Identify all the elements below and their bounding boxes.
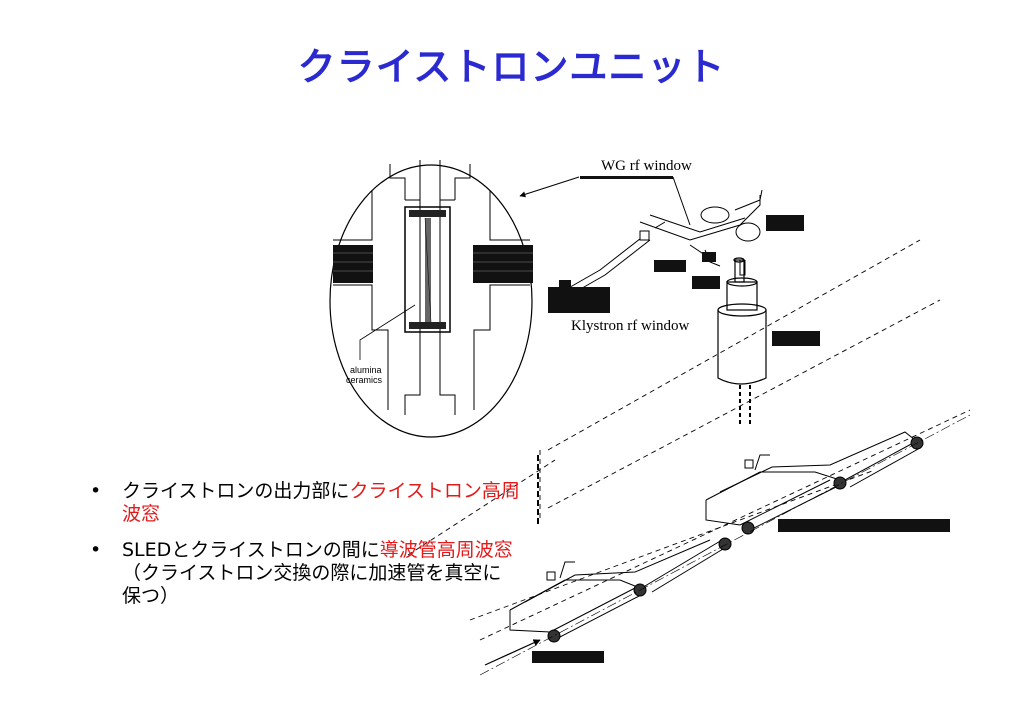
bullet-list: • クライストロンの出力部にクライストロン高周波窓 • SLEDとクライストロン…	[90, 480, 520, 621]
window-cross-section: alumina ceramics	[329, 160, 533, 438]
accelerator-structure-lower	[509, 537, 732, 643]
acc-structure-tag	[778, 519, 950, 532]
alumina-label-1: alumina	[350, 365, 382, 375]
bullet-2-highlight: 導波管高周波窓	[379, 539, 513, 561]
bullet-marker: •	[90, 480, 102, 502]
klystron	[717, 257, 767, 385]
bullet-item-1: • クライストロンの出力部にクライストロン高周波窓	[90, 480, 520, 526]
accelerator-structure-upper	[705, 431, 924, 535]
waveguide-assembly	[564, 189, 763, 296]
bullet-1-text: クライストロンの出力部に	[122, 480, 350, 502]
frame-dashed-lines	[407, 239, 971, 641]
bullet-2-text: SLEDとクライストロンの間に	[122, 539, 380, 561]
beam-tag	[532, 651, 604, 663]
bullet-1-highlight: クライストロン高周波窓	[122, 480, 520, 525]
alumina-label-2: ceramics	[346, 375, 383, 385]
klystron-tag	[772, 331, 820, 346]
bullet-2-note: （クライストロン交換の際に加速管を真空に保つ）	[122, 562, 502, 607]
bullet-item-2: • SLEDとクライストロンの間に導波管高周波窓（クライストロン交換の際に加速管…	[90, 539, 520, 608]
sled-tag	[766, 215, 804, 231]
wg-rf-window-label: WG rf window	[601, 158, 692, 174]
klystron-rf-window-label: Klystron rf window	[571, 318, 689, 334]
slide-title: クライストロンユニット	[297, 45, 726, 89]
bullet-marker: •	[90, 539, 102, 561]
